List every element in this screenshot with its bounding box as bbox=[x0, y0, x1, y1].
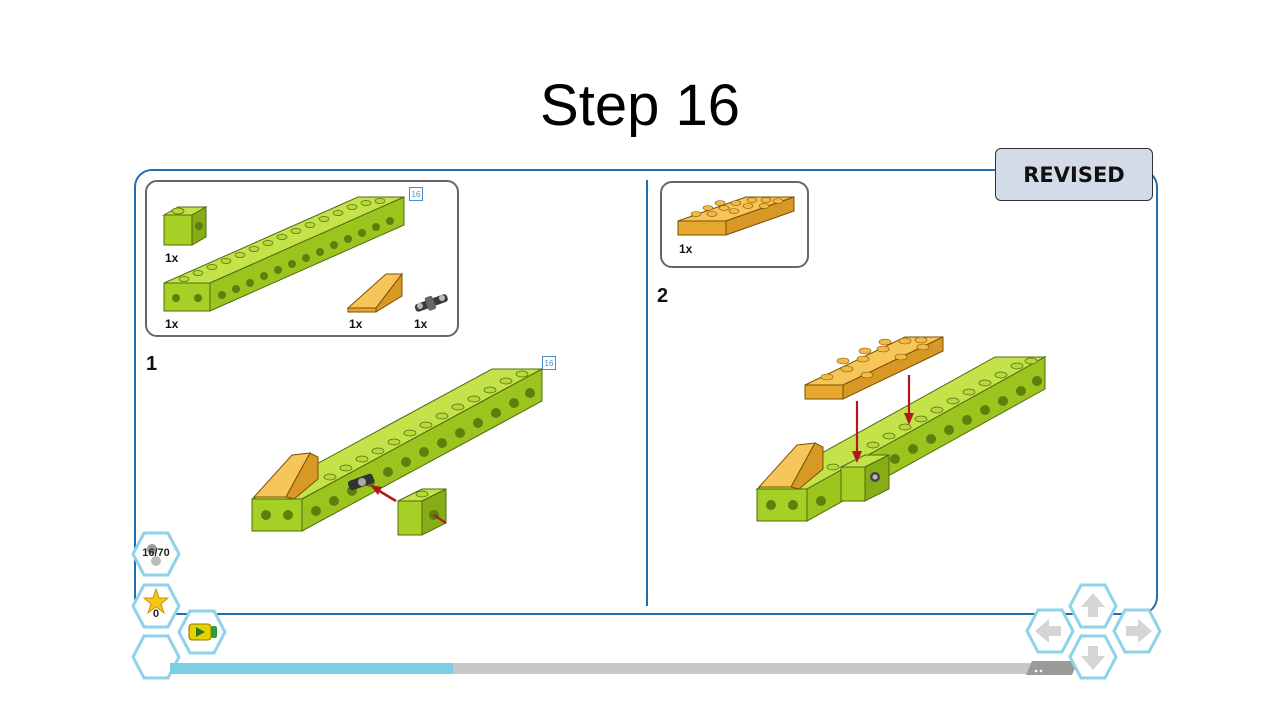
menu-hex-button[interactable] bbox=[131, 634, 181, 680]
progress-end-cap bbox=[1026, 661, 1078, 675]
qty-connector-pin: 1x bbox=[414, 317, 428, 331]
score-hex bbox=[131, 583, 181, 629]
star-icon bbox=[142, 587, 170, 615]
score-value: 0 bbox=[152, 608, 160, 620]
arrow-up-icon bbox=[1081, 593, 1105, 617]
panel-divider bbox=[646, 180, 648, 606]
progress-bar[interactable] bbox=[170, 663, 1040, 674]
arrow-left-icon bbox=[1035, 619, 1061, 643]
page-counter: 16/70 bbox=[142, 547, 170, 559]
beam-length-tag: 16 bbox=[542, 356, 556, 370]
progress-fill bbox=[170, 663, 453, 674]
substep-number-1: 1 bbox=[146, 353, 158, 375]
nav-right-button[interactable] bbox=[1112, 608, 1162, 654]
slope-part bbox=[346, 272, 404, 313]
qty-long-beam: 1x bbox=[165, 317, 179, 331]
step-title: Step 16 bbox=[540, 73, 740, 138]
play-button[interactable] bbox=[177, 609, 227, 655]
qty-slope: 1x bbox=[349, 317, 363, 331]
qty-plate: 1x bbox=[679, 242, 693, 256]
nav-down-button[interactable] bbox=[1068, 634, 1118, 680]
substep-number-2: 2 bbox=[657, 285, 669, 307]
connector-pin-part bbox=[414, 294, 448, 312]
nav-left-button[interactable] bbox=[1025, 608, 1075, 654]
small-brick-part bbox=[162, 206, 208, 246]
arrow-down-icon bbox=[1081, 646, 1105, 670]
long-beam-part bbox=[163, 196, 405, 312]
plate-part bbox=[677, 196, 795, 236]
build-illustration-2 bbox=[755, 336, 1047, 522]
play-icon bbox=[196, 627, 205, 637]
revised-badge: REVISED bbox=[995, 148, 1153, 201]
build-illustration-1 bbox=[251, 368, 543, 536]
qty-small-brick: 1x bbox=[165, 251, 179, 265]
part-count-tag: 16 bbox=[409, 187, 423, 201]
page-counter-hex bbox=[131, 531, 181, 577]
arrow-right-icon bbox=[1126, 619, 1152, 643]
nav-up-button[interactable] bbox=[1068, 583, 1118, 629]
